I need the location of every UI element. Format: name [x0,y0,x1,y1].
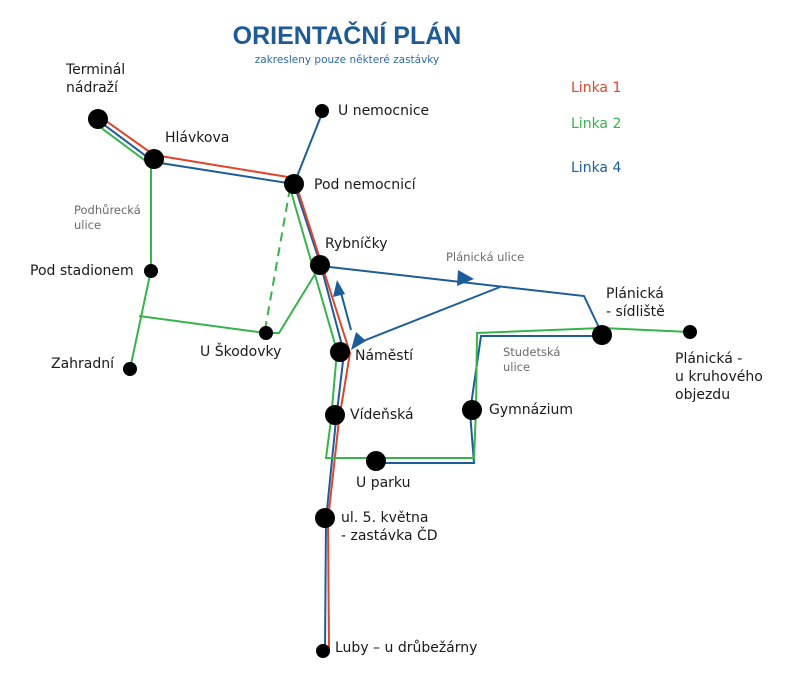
arrow-icon [457,270,474,286]
stop-pod-nemocnici[interactable] [284,174,304,194]
route-linka-2-cross [138,315,266,334]
label-planicka-sidliste-line-1: Plánická [606,286,664,302]
label-planicka-sidliste-line-2: - sídliště [606,304,665,320]
stop-u-nemocnice[interactable] [315,104,329,118]
route-linka-4-planicka [320,265,604,337]
label-terminal-line-1: Terminál [65,62,125,78]
legend-linka-4: Linka 4 [571,160,621,176]
label-namesti: Náměstí [355,348,414,364]
label-u-nemocnice: U nemocnice [338,103,429,119]
arrow-icon [333,280,345,297]
street-podhurecka-line-2: ulice [74,218,101,232]
stop-gymnazium[interactable] [462,400,482,420]
label-planicka-kruhovy-line-1: Plánická - [675,351,742,367]
label-u-parku: U parku [356,475,410,491]
street-podhurecka-line-1: Podhůrecká [74,203,141,217]
label-ul-5-kvetna-line-1: ul. 5. května [341,510,428,526]
stop-pod-stadionem[interactable] [144,264,158,278]
route-linka-4-diagonal [352,286,501,346]
stop-u-skodovky[interactable] [259,326,273,340]
route-linka-4-north [293,110,324,185]
street-studentska-line-1: Studetská [503,345,560,359]
route-linka-2-main [95,123,152,370]
route-linka-4-spur [339,288,352,331]
label-pod-stadionem: Pod stadionem [30,263,134,279]
label-videnska: Vídeňská [350,407,414,423]
map-subtitle: zakresleny pouze některé zastávky [255,54,439,66]
label-rybnicky: Rybníčky [325,236,388,252]
stop-hlavkova[interactable] [144,149,164,169]
route-linka-2-nemocnice [289,187,691,459]
label-luby: Luby – u drůbežárny [335,640,477,656]
legend-linka-2: Linka 2 [571,116,621,132]
street-studentska-line-2: ulice [503,360,530,374]
arrow-icon [351,332,366,350]
stop-u-parku[interactable] [366,451,386,471]
stop-rybnicky[interactable] [310,255,330,275]
stop-luby[interactable] [316,644,330,658]
stop-planicka-sidliste[interactable] [592,325,612,345]
route-linka-1 [98,115,352,651]
stop-namesti[interactable] [330,342,350,362]
label-gymnazium: Gymnázium [489,402,573,418]
label-planicka-kruhovy-line-2: u kruhového [675,369,763,385]
route-linka-2-dashed [264,187,291,331]
legend-linka-1: Linka 1 [571,80,621,96]
label-planicka-kruhovy-line-3: objezdu [675,387,730,403]
label-u-skodovky: U Škodovky [200,342,281,360]
label-terminal-line-2: nádraží [66,80,119,96]
route-linka-2-skodovka [265,265,321,334]
label-ul-5-kvetna-line-2: - zastávka ČD [341,526,438,544]
label-zahradni: Zahradní [51,356,115,372]
map-title: ORIENTAČNÍ PLÁN [233,20,462,50]
label-pod-nemocnici: Pod nemocnicí [314,177,417,193]
stop-zahradni[interactable] [123,362,137,376]
route-linka-4-main [98,120,346,651]
stop-planicka-kruhovy-objezd[interactable] [683,325,697,339]
label-hlavkova: Hlávkova [165,130,229,146]
street-planicka: Plánická ulice [446,250,524,264]
stop-videnska[interactable] [325,405,345,425]
stop-ul-5-kvetna[interactable] [315,508,335,528]
route-linka-1-main [98,115,352,651]
stop-terminal-nadrazi[interactable] [88,109,108,129]
